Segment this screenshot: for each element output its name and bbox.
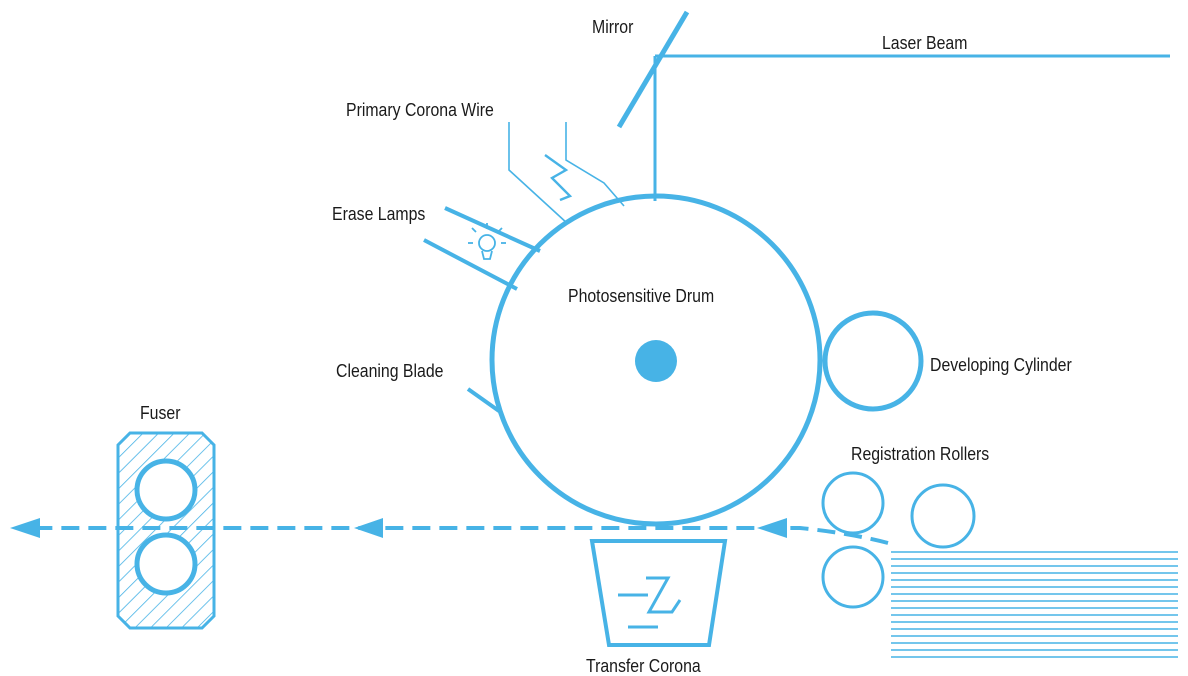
arrow-left-icon xyxy=(10,518,40,538)
transfer-corona xyxy=(589,539,728,647)
label-registration-rollers: Registration Rollers xyxy=(851,444,990,464)
arrow-left-icon xyxy=(354,518,383,538)
cleaning-blade xyxy=(466,387,501,413)
label-developing-cylinder: Developing Cylinder xyxy=(930,355,1072,375)
label-transfer-corona: Transfer Corona xyxy=(586,656,701,676)
fuser xyxy=(116,431,216,630)
label-fuser: Fuser xyxy=(140,403,181,423)
label-primary-corona-wire: Primary Corona Wire xyxy=(346,100,494,120)
label-erase-lamps: Erase Lamps xyxy=(332,204,426,224)
erase-lamps xyxy=(423,206,541,291)
label-cleaning-blade: Cleaning Blade xyxy=(336,361,444,381)
arrow-left-icon xyxy=(757,518,787,538)
label-mirror: Mirror xyxy=(592,17,634,37)
registration-rollers xyxy=(821,471,976,609)
label-photosensitive-drum: Photosensitive Drum xyxy=(568,286,715,306)
laser-beam xyxy=(653,54,1170,201)
mirror xyxy=(616,10,690,129)
label-laser-beam: Laser Beam xyxy=(882,33,968,53)
developing-cylinder xyxy=(822,310,924,412)
primary-corona-wire xyxy=(508,122,625,225)
lamp-icon xyxy=(468,223,506,260)
photosensitive-drum xyxy=(489,193,823,527)
paper-path xyxy=(10,518,889,545)
paper-stack xyxy=(891,551,1178,658)
